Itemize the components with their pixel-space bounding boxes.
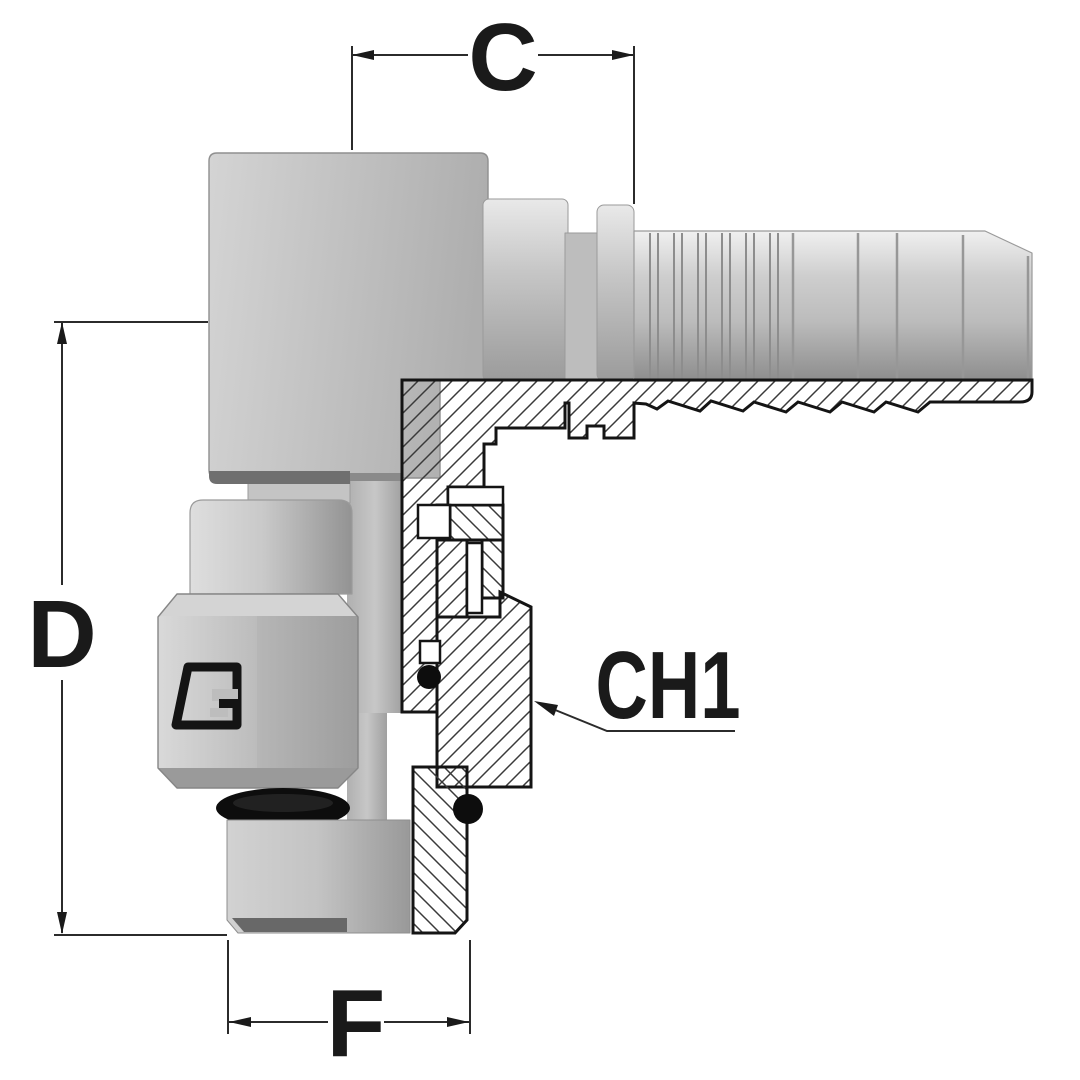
shank-ribs xyxy=(649,233,779,379)
nipple-step xyxy=(564,232,601,382)
swivel-nut-cylinder xyxy=(189,499,353,595)
arrowhead-f-right xyxy=(447,1017,469,1027)
dimension-d xyxy=(54,321,227,936)
o-ring-groove xyxy=(418,639,442,665)
section-spacer xyxy=(435,538,469,619)
section-slot xyxy=(465,541,484,615)
cross-section-group xyxy=(400,378,1034,935)
threaded-stud xyxy=(226,819,411,934)
section-notch xyxy=(446,485,505,507)
swivel-nut-hex xyxy=(157,593,359,789)
nipple-collar-hex xyxy=(482,198,569,382)
dimension-label-f: F xyxy=(327,970,386,1077)
section-hex-ch1 xyxy=(435,589,533,789)
arrowhead-d-top xyxy=(57,322,67,344)
arrowhead-c-left xyxy=(352,50,374,60)
o-ring-section-upper xyxy=(417,665,441,689)
arrowhead-ch1 xyxy=(534,701,558,716)
section-stud xyxy=(411,765,469,935)
dimension-label-d: D xyxy=(27,581,96,688)
section-groove xyxy=(416,503,452,540)
stud-thread-relief xyxy=(232,918,347,932)
dimension-f xyxy=(227,940,471,1034)
o-ring-section-lower xyxy=(453,794,483,824)
dimension-annotations xyxy=(54,46,735,1034)
dimension-label-ch1: CH1 xyxy=(596,632,741,739)
ferrule-locating-collar xyxy=(596,204,635,382)
o-ring-highlight xyxy=(233,794,333,812)
dimension-label-c: C xyxy=(468,4,537,111)
elbow-bottom-edge-right xyxy=(350,473,403,481)
arrowhead-c-right xyxy=(612,50,634,60)
arrowhead-d-bottom xyxy=(57,912,67,934)
arrowhead-f-left xyxy=(229,1017,251,1027)
leader-ch1 xyxy=(534,701,735,732)
dimension-c xyxy=(351,46,635,204)
shank-barb-separators xyxy=(791,233,1030,379)
section-retainer-upper xyxy=(448,503,505,542)
hose-shank xyxy=(633,230,1033,382)
section-body-nipple xyxy=(400,378,1034,714)
manufacturer-logo xyxy=(171,662,242,730)
section-retainer-lower xyxy=(480,538,505,600)
fitting-body-group xyxy=(157,152,1033,934)
elbow-bottom-edge xyxy=(209,471,350,484)
